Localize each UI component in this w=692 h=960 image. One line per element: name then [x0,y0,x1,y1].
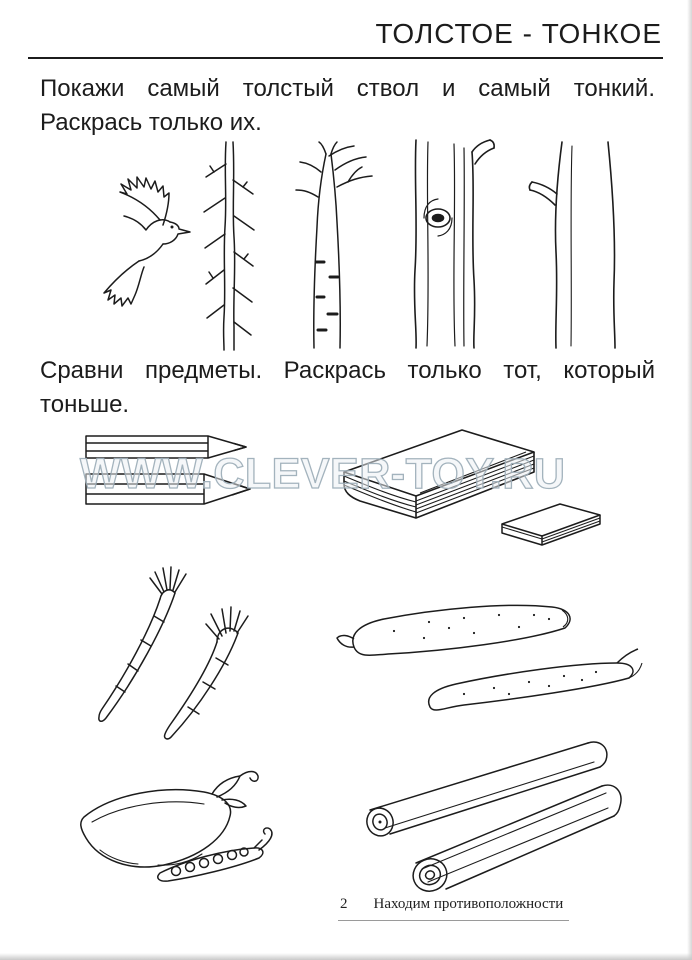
flying-bird-illustration [80,170,191,310]
page-title: ТОЛСТОЕ - ТОНКОЕ [375,18,662,49]
task2-line2: тоньше. [40,391,130,418]
cucumbers-illustration [334,586,654,736]
thick-trunk-with-knot-illustration [398,139,495,349]
task1-line1: Покажи самый толстый ствол и самый тонки… [40,75,655,102]
page-number: 2 [340,896,348,912]
birch-trunk-illustration [288,141,376,349]
rolls-icon [366,741,622,892]
carrots-icon [98,566,249,740]
scan-edge-right [687,0,692,960]
task2-instructions: Сравни предметы. Раскрась только тот, ко… [40,354,655,422]
thin-book-icon [501,503,601,546]
thin-book-illustration [496,498,606,560]
carrots-illustration [78,566,268,746]
thin-spruce-trunk-illustration [196,141,262,351]
task1-line2: Раскрась только их. [40,109,262,136]
birch-trunk-icon [295,141,373,349]
thick-book-icon [343,429,535,519]
pencils-icon [85,435,251,505]
thick-trunk-with-knot-icon [413,139,495,349]
rolls-illustration [330,736,625,892]
thick-trunk-illustration [528,141,628,349]
scan-edge-bottom [0,953,692,960]
cucumbers-icon [336,604,643,711]
task1-instructions: Покажи самый толстый ствол и самый тонки… [40,72,655,140]
thick-book-illustration [336,424,541,532]
thin-spruce-trunk-icon [203,141,255,351]
thick-trunk-icon [528,141,616,349]
pencils-illustration [82,428,262,512]
pea-pods-icon [80,770,273,882]
pea-pods-illustration [62,760,297,895]
task2-line1: Сравни предметы. Раскрась только тот, ко… [40,357,655,384]
flying-bird-icon [103,176,191,307]
header-divider-line [28,57,663,59]
series-title: Находим противоположности [373,896,564,912]
page-footer: 2 Находим противоположности [338,896,570,921]
